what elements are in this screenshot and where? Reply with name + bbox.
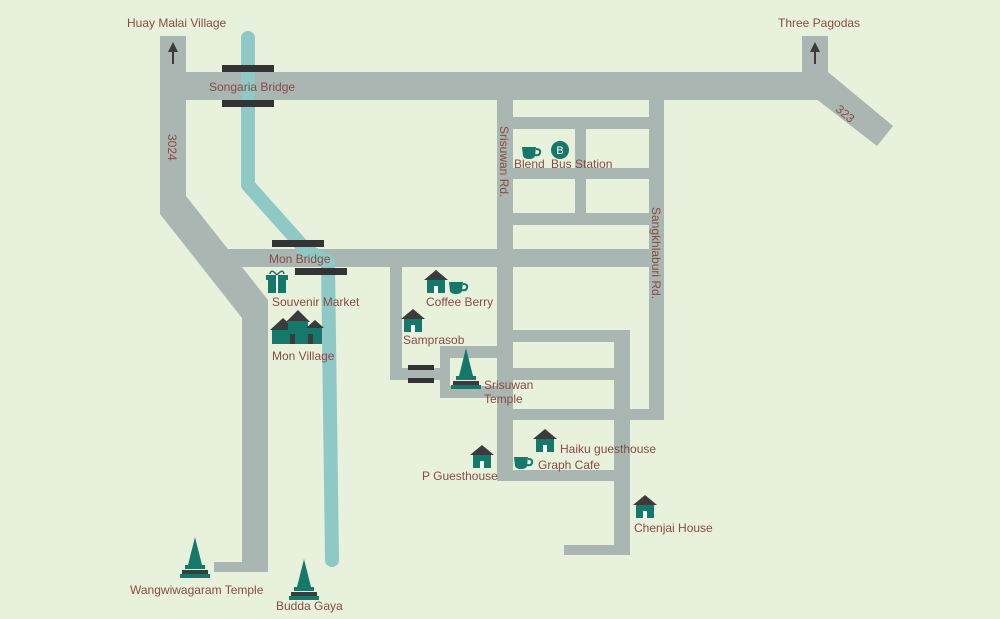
label-coffee-berry: Coffee Berry — [426, 295, 494, 309]
label-road-3024: 3024 — [165, 134, 179, 161]
house-icon — [633, 495, 657, 518]
road-3024-lower — [242, 300, 268, 572]
road-chenjai-spur — [564, 545, 630, 555]
label-mon-village: Mon Village — [272, 349, 335, 363]
road-sangkhlaburi — [649, 98, 664, 420]
house-icon — [424, 270, 448, 293]
label-sangkhlaburi-rd: Sangkhlaburi Rd. — [649, 207, 663, 300]
coffee-cup-icon — [513, 456, 534, 470]
samprasob-bridge-top — [408, 365, 434, 370]
road-main-top — [160, 72, 828, 100]
road-3024-upper — [160, 72, 186, 202]
road-samprasob-v — [390, 265, 402, 380]
arrow-up-icon — [810, 42, 820, 64]
label-srisuwan-temple-2: Temple — [484, 392, 523, 406]
village-houses-icon — [270, 310, 324, 344]
label-huay-malai: Huay Malai Village — [127, 16, 227, 30]
bridges — [222, 65, 434, 383]
road-323 — [815, 72, 893, 146]
mon-bridge-top — [272, 240, 324, 247]
road-temple-left — [440, 346, 450, 398]
road-temple-top — [440, 346, 500, 358]
label-chenjai-house: Chenjai House — [634, 521, 713, 535]
label-srisuwan-rd: Srisuwan Rd. — [497, 126, 511, 198]
label-samprasob: Samprasob — [403, 333, 465, 347]
label-souvenir-market: Souvenir Market — [272, 295, 360, 309]
label-songaria-bridge: Songaria Bridge — [209, 80, 296, 94]
road-lower-2 — [513, 368, 630, 380]
road-chenjai-v — [614, 330, 630, 555]
river — [241, 31, 339, 567]
label-bus-station: Bus Station — [551, 157, 613, 171]
mon-bridge-bottom — [295, 268, 347, 275]
road-3024-diagonal — [160, 196, 268, 318]
road-srisuwan — [497, 98, 513, 480]
label-mon-bridge: Mon Bridge — [269, 252, 331, 266]
house-icon — [470, 445, 494, 468]
road-grid-1 — [513, 117, 649, 129]
pagoda-icon — [289, 559, 319, 600]
pagoda-icon — [180, 537, 210, 578]
label-haiku-guesthouse: Haiku guesthouse — [560, 442, 657, 456]
road-temple-bottom — [440, 386, 500, 398]
samprasob-bridge-bottom — [408, 378, 434, 383]
house-icon — [533, 429, 557, 452]
bus-station-icon: B — [551, 141, 569, 159]
label-graph-cafe: Graph Cafe — [538, 458, 601, 472]
arrow-up-icon — [168, 42, 178, 64]
road-lower-4 — [497, 470, 630, 481]
label-srisuwan-temple-1: Srisuwan — [484, 378, 534, 392]
house-icon — [401, 309, 425, 332]
label-budda-gaya: Budda Gaya — [276, 599, 343, 613]
songaria-bridge-top — [222, 65, 274, 72]
songaria-bridge-bottom — [222, 100, 274, 107]
road-samprasob-h — [390, 368, 442, 380]
label-blend: Blend — [514, 157, 545, 171]
road-grid-v — [575, 129, 586, 214]
label-wangwiwagaram-temple: Wangwiwagaram Temple — [130, 583, 264, 597]
road-grid-3 — [513, 213, 649, 225]
bus-letter: B — [556, 145, 563, 157]
coffee-cup-icon — [448, 281, 469, 295]
label-three-pagodas: Three Pagodas — [778, 16, 861, 30]
label-p-guesthouse: P Guesthouse — [422, 469, 498, 483]
road-lower-3 — [513, 409, 664, 420]
road-lower-1 — [513, 330, 630, 342]
road-wangwiwagaram-spur — [214, 562, 268, 572]
roads — [160, 36, 893, 572]
gift-icon — [266, 270, 288, 293]
